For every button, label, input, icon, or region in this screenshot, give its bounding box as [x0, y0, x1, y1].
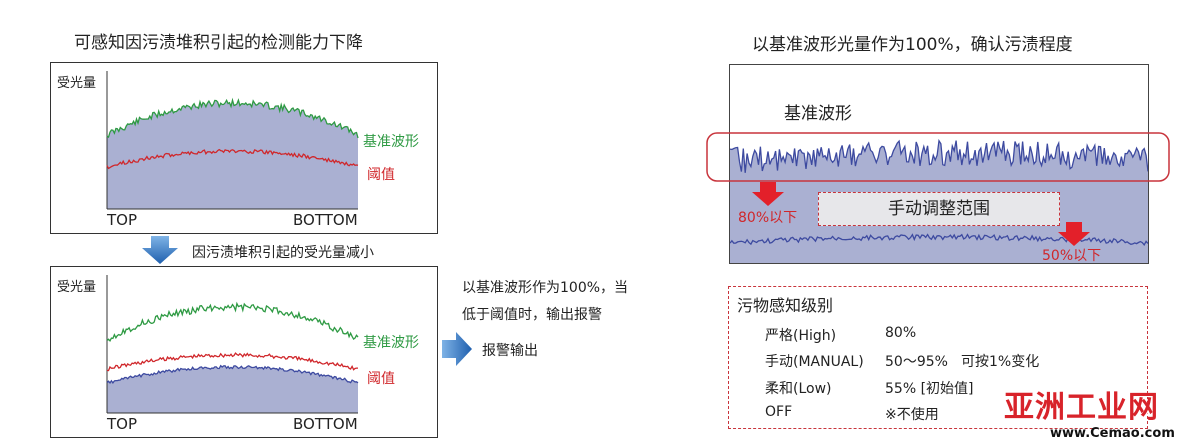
top-left-chart [106, 71, 359, 210]
bottom-left-chart [106, 275, 359, 414]
note-line-1: 以基准波形作为100%，当 [462, 280, 629, 296]
note-line-2: 低于阈值时，输出报警 [462, 307, 602, 323]
level-name: 严格(High) [765, 328, 837, 344]
top-ylabel: 受光量 [57, 76, 97, 91]
lower-80-label: 80%以下 [738, 210, 798, 226]
level-value: 50～95% [885, 354, 948, 370]
alarm-output-label: 报警输出 [482, 343, 538, 359]
watermark-url: www.Cemao.com [1050, 426, 1175, 441]
level-value: 80% [885, 325, 917, 341]
level-name: 手动(MANUAL) [765, 354, 864, 370]
current-line [106, 364, 359, 385]
down-arrow-icon [142, 236, 178, 264]
top-threshold-label: 阈值 [367, 167, 395, 183]
level-value: ※不使用 [885, 407, 939, 423]
right-title: 以基准波形光量作为100%，确认污渍程度 [752, 35, 1073, 55]
manual-range-box: 手动调整范围 [818, 192, 1060, 226]
reference-wave-line [730, 138, 1148, 173]
reference-line [106, 301, 359, 343]
detection-levels-box: 污物感知级别 严格(High) 80% 手动(MANUAL) 50～95% 可按… [728, 286, 1148, 429]
level-name: OFF [765, 404, 793, 420]
top-x-right-label: BOTTOM [293, 211, 358, 229]
reduced-area [107, 365, 358, 413]
top-x-left-label: TOP [107, 211, 138, 229]
level-name: 柔和(Low) [765, 381, 832, 397]
top-reference-label: 基准波形 [363, 134, 419, 150]
bottom-ylabel: 受光量 [57, 280, 97, 295]
watermark-brand: 亚洲工业网 [1004, 390, 1159, 425]
arrow-caption: 因污渍堆积引起的受光量减小 [192, 245, 374, 261]
bottom-x-right-label: BOTTOM [293, 415, 358, 433]
lower-50-label: 50%以下 [1042, 248, 1102, 264]
top-left-chart-panel: 受光量 TOP BOTTOM 基准波形 阈值 [50, 62, 438, 234]
levels-title: 污物感知级别 [737, 296, 834, 315]
threshold-line [106, 352, 358, 372]
reference-waveform-label: 基准波形 [784, 104, 852, 124]
reference-area [107, 100, 358, 209]
level-note: 可按1%变化 [961, 354, 1040, 370]
reference-highlight-rect [706, 132, 1170, 182]
bottom-left-chart-panel: 受光量 TOP BOTTOM 基准波形 阈值 [50, 266, 438, 438]
reference-highlight [706, 132, 1170, 182]
reference-line [106, 97, 359, 139]
bottom-reference-label: 基准波形 [363, 335, 419, 351]
bottom-x-left-label: TOP [107, 415, 138, 433]
level-value: 55% [初始值] [885, 381, 974, 397]
down-50-arrow-icon [1058, 222, 1090, 246]
bottom-threshold-label: 阈值 [367, 371, 395, 387]
left-title: 可感知因污渍堆积引起的检测能力下降 [74, 33, 363, 53]
threshold-line [106, 148, 359, 170]
down-80-arrow-icon [752, 182, 784, 206]
right-arrow-icon [442, 332, 472, 366]
